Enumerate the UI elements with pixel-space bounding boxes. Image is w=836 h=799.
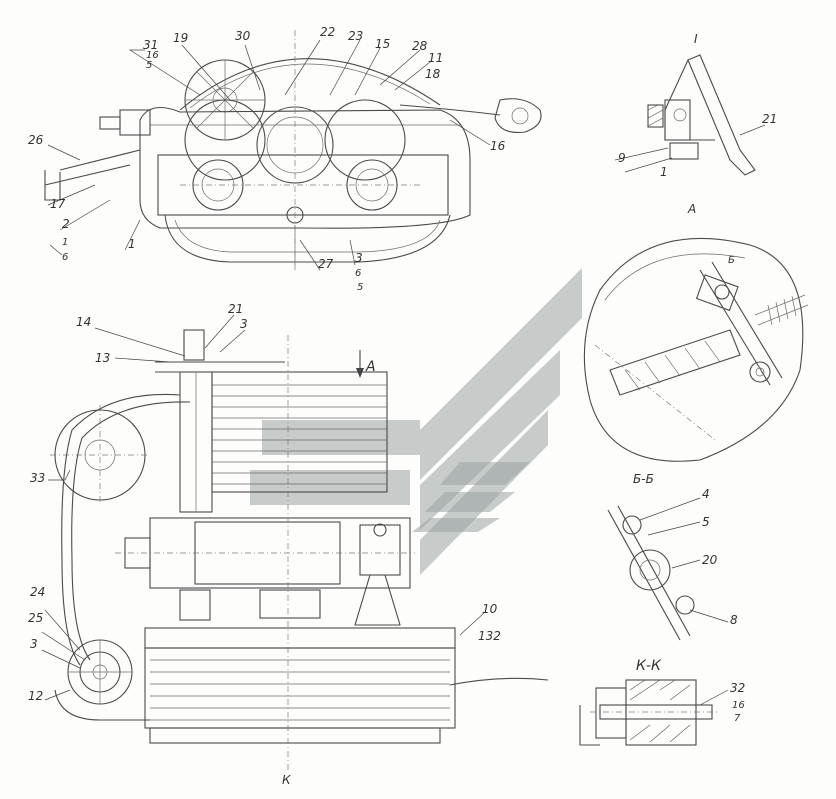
callout-22: 22 [320,25,335,39]
callout-30: 30 [235,29,251,43]
callout-5b: 5 [357,282,363,293]
callout-4: 4 [702,487,710,501]
section-mark-B: Б [728,255,735,266]
callout-11: 11 [428,51,443,65]
detail-K-K-title: К-К [636,658,662,674]
callout-6: 6 [62,252,68,263]
top-view-assembly [44,30,542,271]
callout-33: 33 [30,471,45,485]
callout-10: 10 [482,602,498,616]
callout-12: 12 [28,689,43,703]
detail-I: I 21 9 1 [614,32,777,179]
base-rods [150,659,450,721]
section-B-B-caption: Б-Б [633,472,654,486]
callout-14: 14 [76,315,91,329]
callout-1a: 1 [62,237,68,248]
callout-21: 21 [228,302,243,316]
callout-5-right: 5 [702,515,710,529]
callout-6b: 6 [355,268,361,279]
detail-I-title: I [694,32,698,46]
callout-2: 2 [62,217,70,231]
callout-32: 32 [730,681,745,695]
top-view-callouts: 31 16 5 19 30 22 23 15 28 11 18 26 17 2 … [28,25,506,293]
callout-16: 16 [146,50,159,61]
section-mark-K: К [282,773,291,787]
callout-23: 23 [348,29,363,43]
main-view-assembly: 14 13 21 3 A 33 24 25 3 12 10 132 К [28,302,549,787]
callout-19: 19 [173,31,188,45]
detail-mechanism-right: 4 5 20 8 [607,487,738,641]
callout-25: 25 [28,611,43,625]
callout-132: 132 [478,629,501,643]
detail-A-title: A [687,202,696,216]
callout-7: 7 [734,713,741,724]
callout-1b: 1 [128,237,136,251]
callout-27: 27 [318,257,334,271]
detail-K-K: К-К 32 16 7 [579,658,745,746]
callout-28: 28 [412,39,428,53]
callout-13: 13 [95,351,110,365]
callout-3-lower: 3 [30,637,38,651]
detail-A: A Б Б-Б [583,202,809,486]
callout-15: 15 [375,37,390,51]
callout-24: 24 [30,585,45,599]
callout-5: 5 [146,60,152,71]
callout-17: 17 [50,197,66,211]
callout-9: 9 [618,151,626,165]
callout-16-right: 16 [490,139,506,153]
callout-20: 20 [702,553,718,567]
view-arrow-A: A [365,359,376,375]
callout-26: 26 [28,133,44,147]
callout-18: 18 [425,67,441,81]
drum-coils [212,384,387,485]
callout-31: 31 [143,38,158,52]
callout-21-detail: 21 [762,112,777,126]
callout-16-kk: 16 [732,700,745,711]
watermark-logo [250,268,582,575]
callout-1-detail: 1 [660,165,668,179]
callout-3-main: 3 [240,317,248,331]
callout-8: 8 [730,613,738,627]
callout-3: 3 [355,251,363,265]
